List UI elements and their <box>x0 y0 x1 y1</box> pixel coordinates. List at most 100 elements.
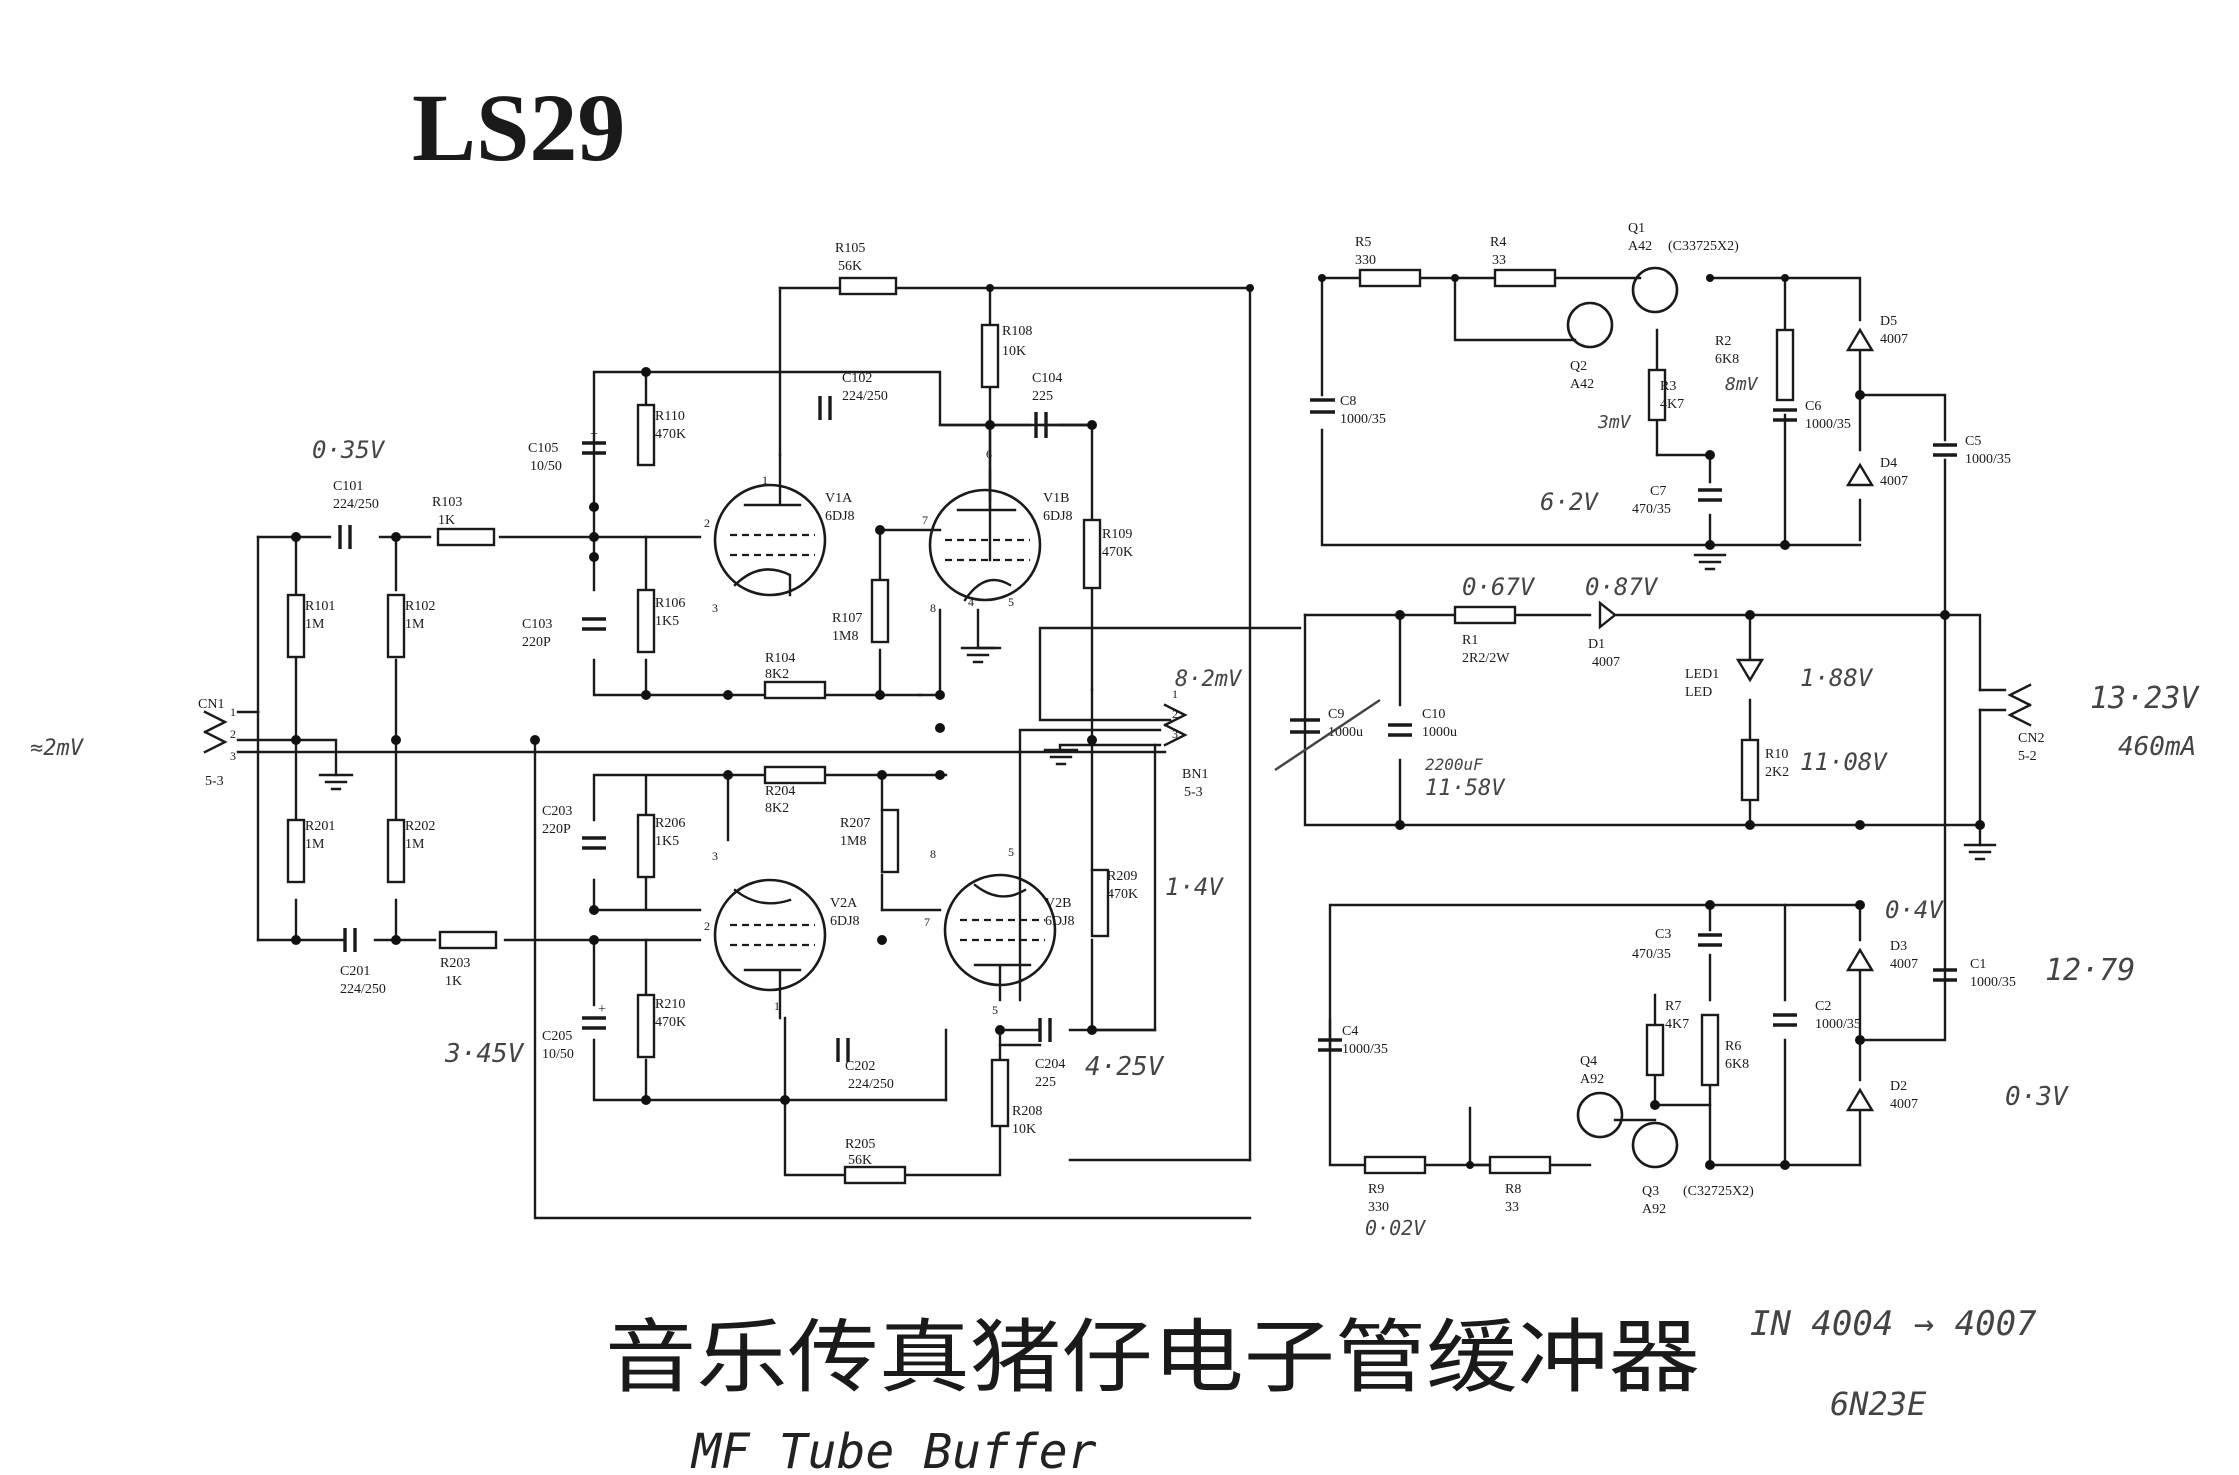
label: 330 <box>1355 253 1376 268</box>
label: (C32725X2) <box>1683 1184 1754 1199</box>
label: D3 <box>1890 939 1907 954</box>
connector-cn1 <box>203 710 228 754</box>
label: 1000/35 <box>1342 1042 1388 1057</box>
cap-c102 <box>818 396 832 420</box>
svg-text:11·58V: 11·58V <box>1425 776 1506 801</box>
resistor-r207 <box>880 808 900 874</box>
label: R3 <box>1660 379 1676 394</box>
english-title: MF Tube Buffer <box>690 1424 1097 1475</box>
svg-text:3·45V: 3·45V <box>444 1039 525 1069</box>
label: 5-2 <box>2018 749 2037 764</box>
label: 4007 <box>1880 474 1908 489</box>
resistor-r2 <box>1775 328 1795 402</box>
label: 2R2/2W <box>1462 651 1510 666</box>
label: C205 <box>542 1029 572 1044</box>
resistor-r1 <box>1453 605 1517 625</box>
svg-text:5: 5 <box>992 1003 998 1017</box>
label: 4007 <box>1890 957 1918 972</box>
svg-text:4·25V: 4·25V <box>1085 1052 1165 1082</box>
label: BN1 <box>1182 767 1208 782</box>
svg-text:4: 4 <box>968 595 974 609</box>
connector-bn1 <box>1163 703 1188 747</box>
svg-text:6: 6 <box>986 447 992 461</box>
label: R102 <box>405 599 435 614</box>
label: 6DJ8 <box>830 914 860 929</box>
label: D2 <box>1890 1079 1907 1094</box>
cap-c202 <box>836 1038 850 1062</box>
label: A42 <box>1570 377 1594 392</box>
resistor-r101 <box>286 593 306 659</box>
cap-c7 <box>1698 488 1722 502</box>
label: C203 <box>542 804 572 819</box>
label: 33 <box>1492 253 1506 268</box>
svg-text:2: 2 <box>704 516 710 530</box>
handwritten-annotations: ≈2mV 0·35V 6·2V 8mV 3mV 0·67V 0·87V 8·2m… <box>30 374 2200 1240</box>
label: 1K5 <box>655 614 679 629</box>
transistor-q1 <box>1631 266 1679 314</box>
label: LED <box>1685 685 1712 700</box>
svg-text:0·87V: 0·87V <box>1585 573 1659 601</box>
label: C102 <box>842 371 872 386</box>
label: (C33725X2) <box>1668 239 1739 254</box>
cap-c205 <box>582 1016 606 1030</box>
label: 4K7 <box>1665 1017 1689 1032</box>
label: 1000/35 <box>1965 452 2011 467</box>
svg-text:0·4V: 0·4V <box>1885 896 1944 924</box>
junction-dots <box>291 274 1985 1170</box>
label: A92 <box>1580 1072 1604 1087</box>
resistor-r104 <box>763 680 827 700</box>
label: 10/50 <box>530 459 562 474</box>
label: 4K7 <box>1660 397 1684 412</box>
label: 6DJ8 <box>1045 914 1075 929</box>
cap-c8 <box>1310 398 1335 414</box>
label: 225 <box>1035 1075 1056 1090</box>
label: 470/35 <box>1632 947 1671 962</box>
resistor-r205 <box>843 1165 907 1185</box>
cap-c5 <box>1933 443 1957 457</box>
svg-text:0·67V: 0·67V <box>1462 573 1536 601</box>
resistor-r201 <box>286 818 306 884</box>
label: 470/35 <box>1632 502 1671 517</box>
svg-text:7: 7 <box>924 915 930 929</box>
label: Q4 <box>1580 1054 1597 1069</box>
label: 224/250 <box>848 1077 894 1092</box>
label: C101 <box>333 479 363 494</box>
label: 56K <box>838 259 862 274</box>
label: R4 <box>1490 235 1506 250</box>
schematic-title: LS29 <box>412 74 625 181</box>
resistor-r108 <box>980 323 1000 389</box>
svg-text:3: 3 <box>712 601 718 615</box>
svg-text:5: 5 <box>1008 845 1014 859</box>
connectors <box>203 683 2032 754</box>
svg-text:12·79: 12·79 <box>2045 953 2135 988</box>
label: C202 <box>845 1059 875 1074</box>
label: R9 <box>1368 1182 1384 1197</box>
label: Q1 <box>1628 221 1645 236</box>
label: 1000/35 <box>1970 975 2016 990</box>
psu-components <box>1290 266 1957 1175</box>
resistor-r103 <box>436 527 496 547</box>
component-labels: R105 56K R108 10K C102 224/250 C104 225 … <box>198 221 2044 1217</box>
label: R203 <box>440 956 470 971</box>
label: R202 <box>405 819 435 834</box>
label: CN1 <box>198 697 224 712</box>
cap-c103 <box>582 617 606 631</box>
transistor-q2 <box>1566 301 1614 349</box>
label: R2 <box>1715 334 1731 349</box>
resistor-r109 <box>1082 518 1102 590</box>
resistor-r10 <box>1740 738 1760 802</box>
label: 6K8 <box>1715 352 1739 367</box>
label: R108 <box>1002 324 1032 339</box>
svg-text:+: + <box>590 427 598 442</box>
label: 1K5 <box>655 834 679 849</box>
label: 330 <box>1368 1200 1389 1215</box>
label: CN2 <box>2018 731 2044 746</box>
label: 1M <box>405 617 425 632</box>
label: 1000/35 <box>1340 412 1386 427</box>
label: 4007 <box>1890 1097 1918 1112</box>
label: R105 <box>835 241 865 256</box>
diode-d5 <box>1845 327 1875 352</box>
cap-c10 <box>1388 723 1412 737</box>
resistor-r209 <box>1090 868 1110 938</box>
label: 220P <box>542 822 571 837</box>
